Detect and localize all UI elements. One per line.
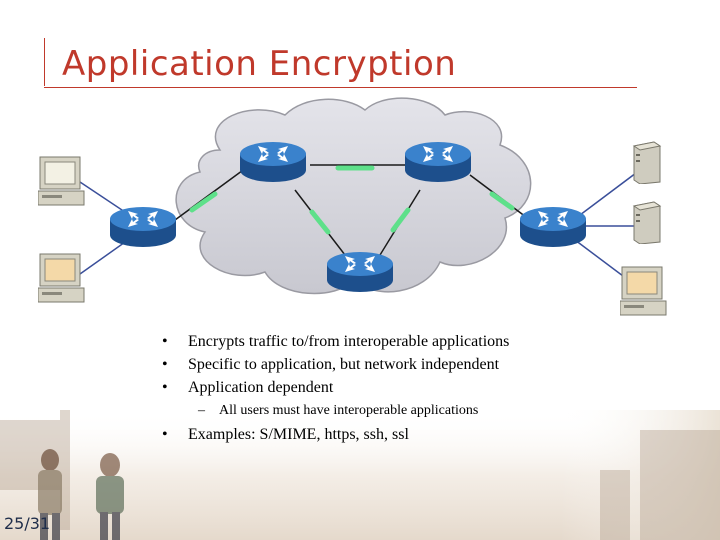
router-icon: [405, 142, 471, 182]
computer-icon: [620, 266, 667, 316]
bullet-icon: •: [162, 426, 168, 443]
access-link: [79, 181, 129, 215]
dash-icon: –: [198, 403, 205, 418]
bullet-icon: •: [162, 333, 168, 350]
bullet-item: • Examples: S/MIME, https, ssh, ssl: [160, 423, 700, 446]
slide-title: Application Encryption: [62, 44, 457, 84]
bullet-text: All users must have interoperable applic…: [219, 403, 479, 418]
server-icon: [633, 141, 661, 184]
encrypted-segment: [189, 191, 218, 213]
bullet-item: • Specific to application, but network in…: [160, 353, 700, 376]
bullet-text: Application dependent: [188, 379, 334, 396]
title-underline: [44, 87, 637, 88]
router-icon: [520, 207, 586, 247]
bullet-item: • Application dependent: [160, 376, 700, 399]
bullet-text: Examples: S/MIME, https, ssh, ssl: [188, 426, 409, 443]
bullet-text: Specific to application, but network ind…: [188, 356, 500, 373]
computer-icon: [38, 253, 85, 303]
sub-bullet-item: –All users must have interoperable appli…: [160, 399, 700, 423]
network-diagram: [38, 97, 667, 316]
link-core: [174, 164, 251, 221]
bullet-item: • Encrypts traffic to/from interoperable …: [160, 330, 700, 353]
computer-icon: [38, 156, 85, 206]
bullet-text: Encrypts traffic to/from interoperable a…: [188, 333, 510, 350]
router-icon: [110, 207, 176, 247]
background-photo: [0, 410, 720, 540]
page-number: 25/31: [4, 514, 51, 533]
server-icon: [633, 201, 661, 244]
title-accent-vertical: [44, 38, 45, 86]
encrypted-segment: [489, 191, 515, 211]
router-icon: [240, 142, 306, 182]
bullet-icon: •: [162, 379, 168, 396]
bullet-list: • Encrypts traffic to/from interoperable …: [160, 330, 700, 446]
encrypted-segment: [309, 209, 331, 235]
router-icon: [327, 252, 393, 292]
access-link: [579, 169, 641, 216]
bullet-icon: •: [162, 356, 168, 373]
encrypted-segment: [390, 207, 411, 233]
access-link: [79, 239, 129, 275]
